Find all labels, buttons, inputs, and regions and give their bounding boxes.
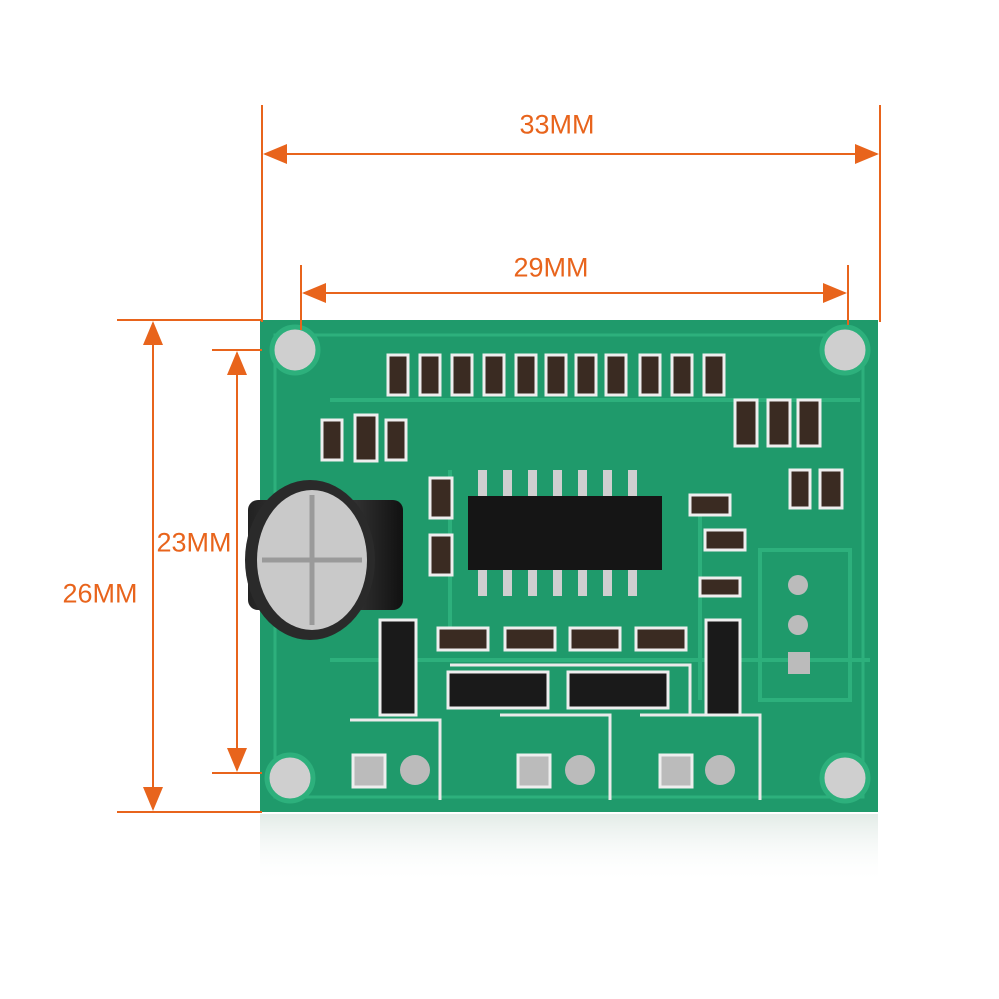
power-components [378,618,742,717]
pcb-board [245,320,878,812]
terminal-pads [351,575,810,789]
mounting-hole [269,324,321,376]
dimension-label-outer-width: 33MM [519,109,595,140]
dimension-lines [117,105,881,813]
electrolytic-capacitor [245,480,403,640]
dimension-label-hole-height: 23MM [156,527,232,558]
board-reflection [260,814,878,884]
mounting-hole [819,752,871,804]
dimension-label-outer-height: 26MM [62,578,138,609]
smd-components [320,353,844,652]
mounting-hole [264,752,316,804]
dimension-label-hole-width: 29MM [513,252,589,283]
amplifier-chip [468,470,662,596]
mounting-hole [819,324,871,376]
